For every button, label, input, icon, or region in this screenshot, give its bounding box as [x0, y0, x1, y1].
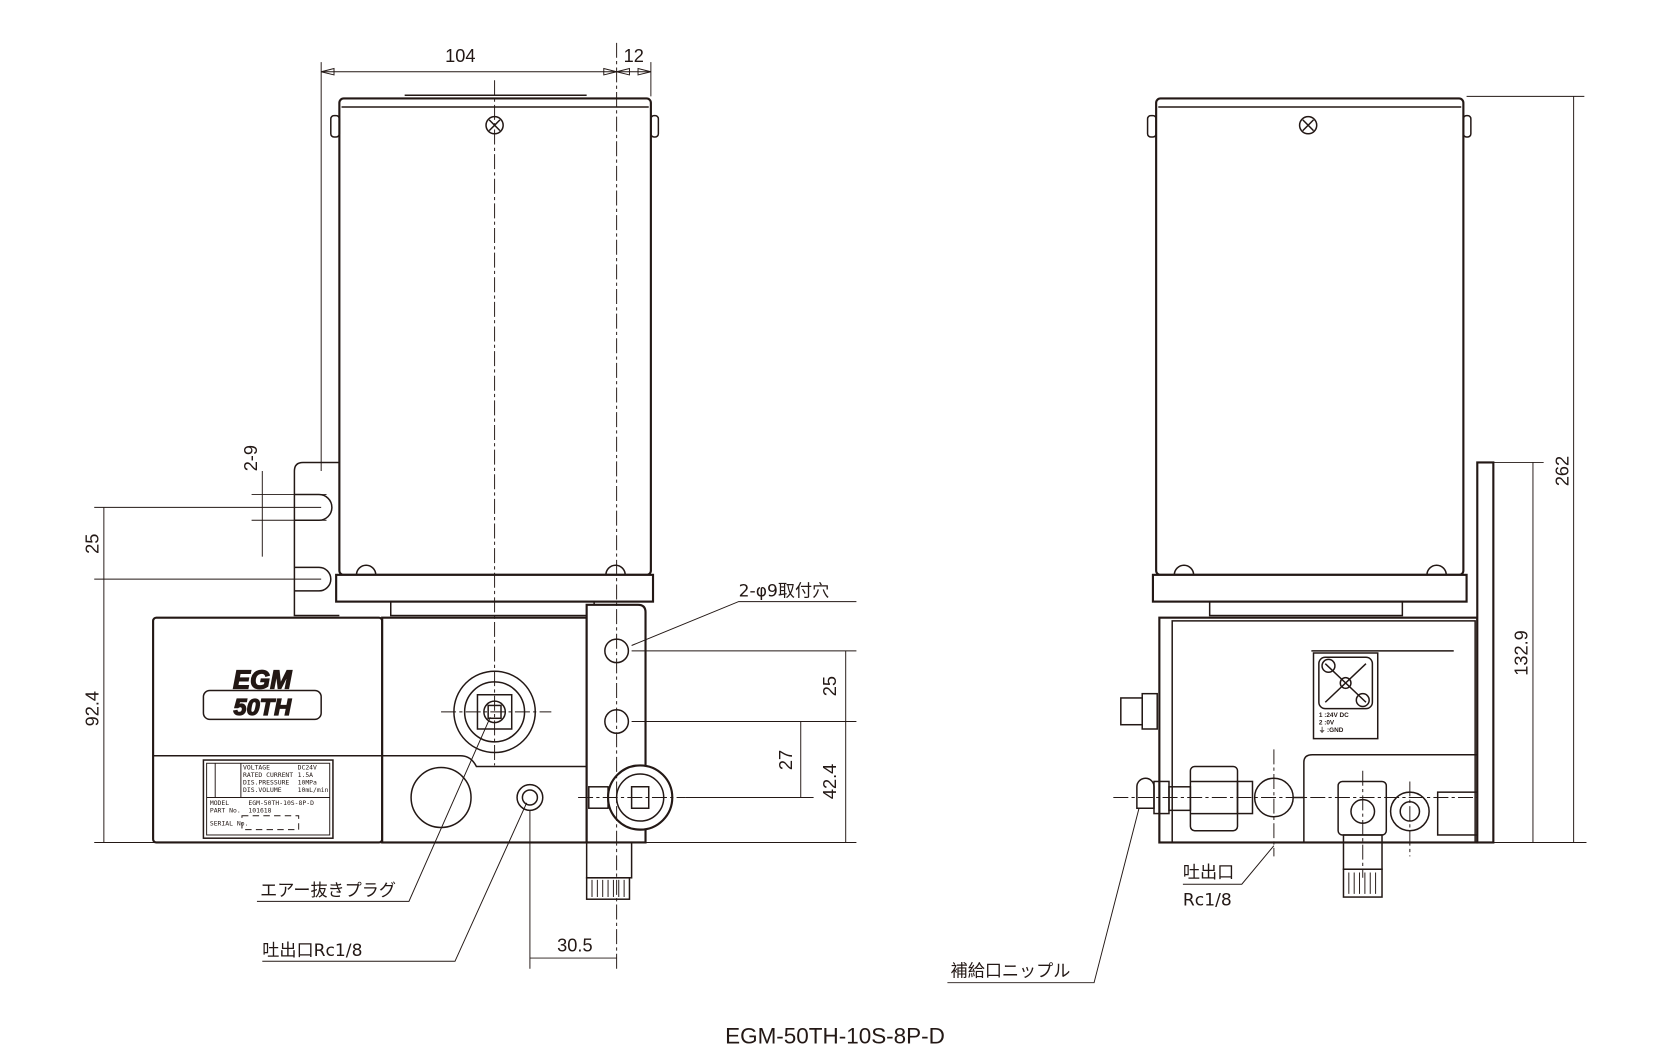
np-pressure-label: DIS.PRESSURE	[243, 779, 289, 787]
reservoir-side	[1155, 97, 1465, 576]
dim-27: 27	[776, 750, 796, 770]
np-current-label: RATED CURRENT	[243, 771, 293, 779]
dim-104: 104	[445, 46, 475, 66]
logo: EGM 50TH	[202, 666, 322, 721]
screw-icon	[1298, 115, 1318, 135]
pump-body-side	[1158, 616, 1479, 844]
reservoir	[338, 97, 652, 576]
logo-text-2: 50TH	[233, 694, 292, 720]
front-view: EGM 50TH VOLTAGE DC24V RATED CURRENT 1.5…	[83, 42, 857, 969]
dim-262: 262	[1552, 456, 1572, 486]
np-serial-label: SERIAL No.	[210, 819, 249, 827]
np-voltage: DC24V	[298, 764, 317, 772]
np-pressure: 10MPa	[298, 779, 317, 787]
dim-2-9: 2-9	[241, 445, 261, 471]
dim-92-4: 92.4	[83, 691, 103, 726]
dim-25-right: 25	[820, 676, 840, 696]
logo-text-1: EGM	[233, 666, 292, 694]
connector-pin1: 1 :24V DC	[1319, 712, 1349, 719]
side-view: 1 :24V DC 2 :0V ⏚ :GND	[947, 95, 1587, 984]
np-model-label: MODEL	[210, 799, 229, 807]
np-part: 101618	[248, 806, 271, 814]
np-model: EGM-50TH-10S-8P-D	[248, 799, 314, 807]
drawing-title: EGM-50TH-10S-8P-D	[725, 1024, 945, 1048]
dimensions-front: 104 12 2-9 25 92.4 25 42.4 27 30.5	[83, 46, 857, 969]
np-current: 1.5A	[298, 771, 314, 779]
np-voltage-label: VOLTAGE	[243, 764, 270, 772]
connector-pin3: ⏚ :GND	[1319, 726, 1344, 734]
dim-12: 12	[624, 46, 644, 66]
bracket-side	[1476, 461, 1495, 844]
nameplate: VOLTAGE DC24V RATED CURRENT 1.5A DIS.PRE…	[202, 759, 334, 839]
dimensions-side: 262 132.9	[1466, 95, 1587, 843]
connector: 1 :24V DC 2 :0V ⏚ :GND	[1312, 652, 1379, 740]
np-part-label: PART No.	[210, 806, 241, 814]
dim-30-5: 30.5	[557, 936, 592, 956]
label-outlet-right-size: Rc1/8	[1183, 891, 1232, 911]
np-volume: 10mL/min	[298, 786, 329, 794]
label-outlet-left: 吐出口Rc1/8	[262, 941, 362, 961]
connector-pin2: 2 :0V	[1319, 720, 1335, 727]
dim-42-4: 42.4	[820, 764, 840, 799]
dim-25-left: 25	[83, 534, 103, 554]
dim-132-9: 132.9	[1512, 630, 1532, 676]
label-mount-holes: 2-φ9取付穴	[739, 581, 830, 601]
label-outlet-right: 吐出口	[1183, 863, 1234, 883]
label-fill-nipple: 補給口ニップル	[951, 961, 1071, 981]
np-volume-label: DIS.VOLUME	[243, 786, 282, 794]
knurled-knob	[585, 877, 631, 900]
label-air-bleed-plug: エアー抜きプラグ	[260, 881, 396, 901]
